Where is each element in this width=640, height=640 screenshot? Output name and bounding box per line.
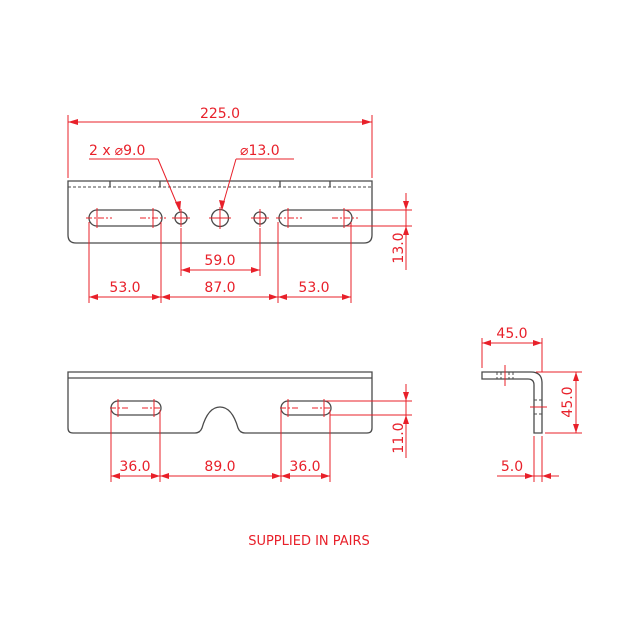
diameter-symbol-icon: ⌀ <box>240 143 249 159</box>
dim-slot-chain: 53.0 87.0 53.0 <box>88 222 352 303</box>
dim-overall-length: 225.0 <box>67 106 373 178</box>
dim-front-slot-width: 11.0 <box>326 384 412 458</box>
vertical-leg-label: 45.0 <box>560 386 576 417</box>
center-marks <box>86 207 358 229</box>
svg-text:⌀13.0: ⌀13.0 <box>240 143 280 159</box>
callout-small-holes: 2 x⌀9.0 <box>89 143 181 212</box>
top-view: 225.0 2 x⌀9.0 ⌀13.0 59.0 <box>67 106 412 303</box>
dim-slot-width: 13.0 <box>346 193 412 270</box>
front-slot-right-label: 36.0 <box>289 459 320 475</box>
dim-small-hole-spacing: 59.0 <box>180 228 261 276</box>
callout-small-value: 9.0 <box>123 143 145 159</box>
horizontal-leg-label: 45.0 <box>496 326 527 342</box>
overall-length-label: 225.0 <box>200 106 240 122</box>
supplied-in-pairs-note: SUPPLIED IN PAIRS <box>248 534 370 549</box>
dim-side-vertical-leg: 45.0 <box>536 371 582 434</box>
angle-profile <box>481 371 543 434</box>
dim-side-thickness: 5.0 <box>497 436 559 482</box>
front-slot-gap-label: 89.0 <box>204 459 235 475</box>
top-view-plate-outline <box>67 180 373 244</box>
dim-side-horizontal-leg: 45.0 <box>481 326 543 372</box>
side-view: 45.0 45.0 5.0 <box>481 326 582 482</box>
front-slot-left-label: 36.0 <box>119 459 150 475</box>
front-slot-width-label: 11.0 <box>391 422 407 453</box>
slot-left-length-label: 53.0 <box>109 280 140 296</box>
small-hole-spacing-label: 59.0 <box>204 253 235 269</box>
dim-front-slot-chain: 36.0 89.0 36.0 <box>110 410 331 482</box>
slot-right-length-label: 53.0 <box>298 280 329 296</box>
diameter-symbol-icon: ⌀ <box>115 143 124 159</box>
front-center-marks <box>110 399 332 417</box>
front-view: 36.0 89.0 36.0 11.0 <box>67 371 412 482</box>
callout-small-prefix: 2 x <box>89 143 111 159</box>
callout-large-hole: ⌀13.0 <box>219 143 294 211</box>
slot-width-label: 13.0 <box>391 232 407 263</box>
slot-gap-label: 87.0 <box>204 280 235 296</box>
front-view-plate-outline <box>67 371 373 434</box>
svg-text:2 x⌀9.0: 2 x⌀9.0 <box>89 143 145 159</box>
callout-large-value: 13.0 <box>248 143 279 159</box>
thickness-label: 5.0 <box>501 459 523 475</box>
